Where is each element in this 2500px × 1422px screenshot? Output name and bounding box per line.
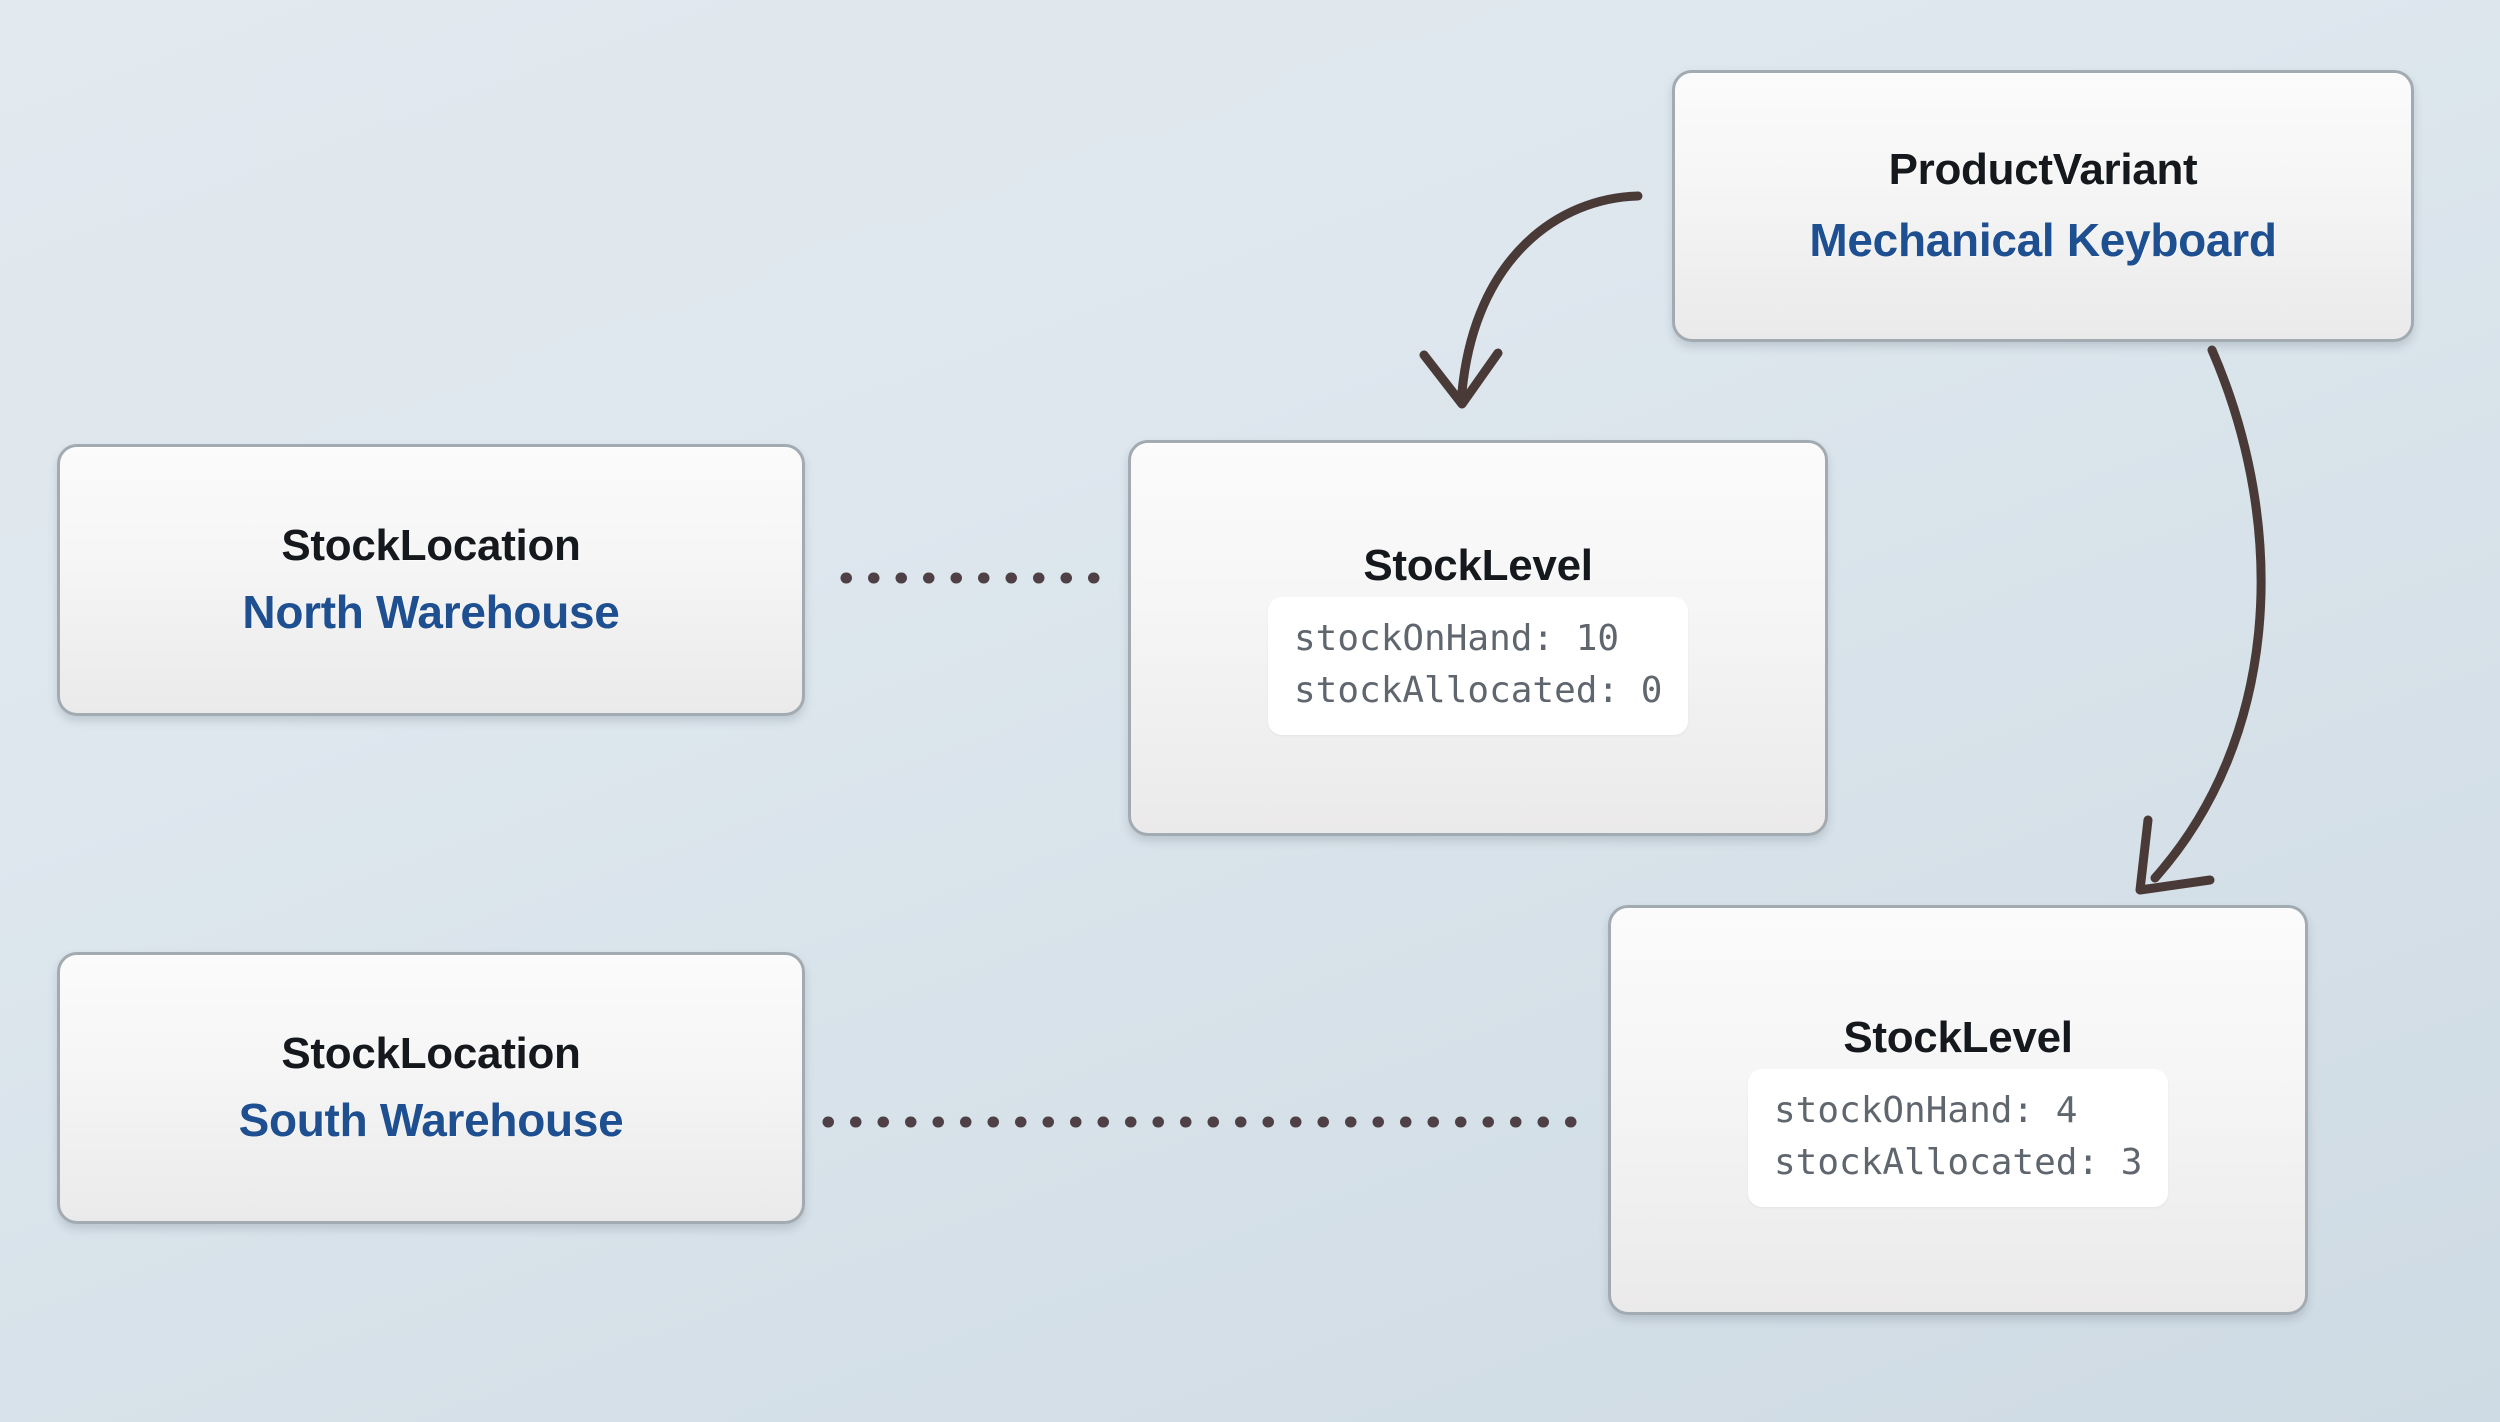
node-name-label: South Warehouse bbox=[238, 1094, 624, 1146]
node-type-label: StockLevel bbox=[1843, 1013, 2073, 1063]
node-name-label: North Warehouse bbox=[242, 586, 620, 638]
edge-variant-to-level-north bbox=[1419, 191, 1643, 409]
node-type-label: ProductVariant bbox=[1888, 145, 2198, 194]
node-product-variant[interactable]: ProductVariant Mechanical Keyboard bbox=[1672, 70, 2414, 342]
edge-variant-to-level-south bbox=[2135, 345, 2266, 895]
node-stock-location-south[interactable]: StockLocation South Warehouse bbox=[57, 952, 805, 1224]
node-stock-level-north[interactable]: StockLevel stockOnHand: 10 stockAllocate… bbox=[1128, 440, 1828, 836]
field-stock-on-hand: stockOnHand: 10 bbox=[1294, 618, 1620, 660]
stock-level-fields: stockOnHand: 4 stockAllocated: 3 bbox=[1748, 1069, 2168, 1207]
field-stock-allocated: stockAllocated: 0 bbox=[1294, 670, 1663, 711]
field-stock-allocated: stockAllocated: 3 bbox=[1774, 1142, 2143, 1183]
node-stock-location-north[interactable]: StockLocation North Warehouse bbox=[57, 444, 805, 716]
stock-level-fields: stockOnHand: 10 stockAllocated: 0 bbox=[1268, 597, 1688, 735]
node-type-label: StockLocation bbox=[281, 1029, 581, 1078]
node-type-label: StockLevel bbox=[1363, 541, 1593, 591]
field-stock-on-hand: stockOnHand: 4 bbox=[1774, 1090, 2078, 1132]
node-type-label: StockLocation bbox=[281, 521, 581, 570]
node-stock-level-south[interactable]: StockLevel stockOnHand: 4 stockAllocated… bbox=[1608, 905, 2308, 1315]
node-name-label: Mechanical Keyboard bbox=[1809, 214, 2277, 266]
